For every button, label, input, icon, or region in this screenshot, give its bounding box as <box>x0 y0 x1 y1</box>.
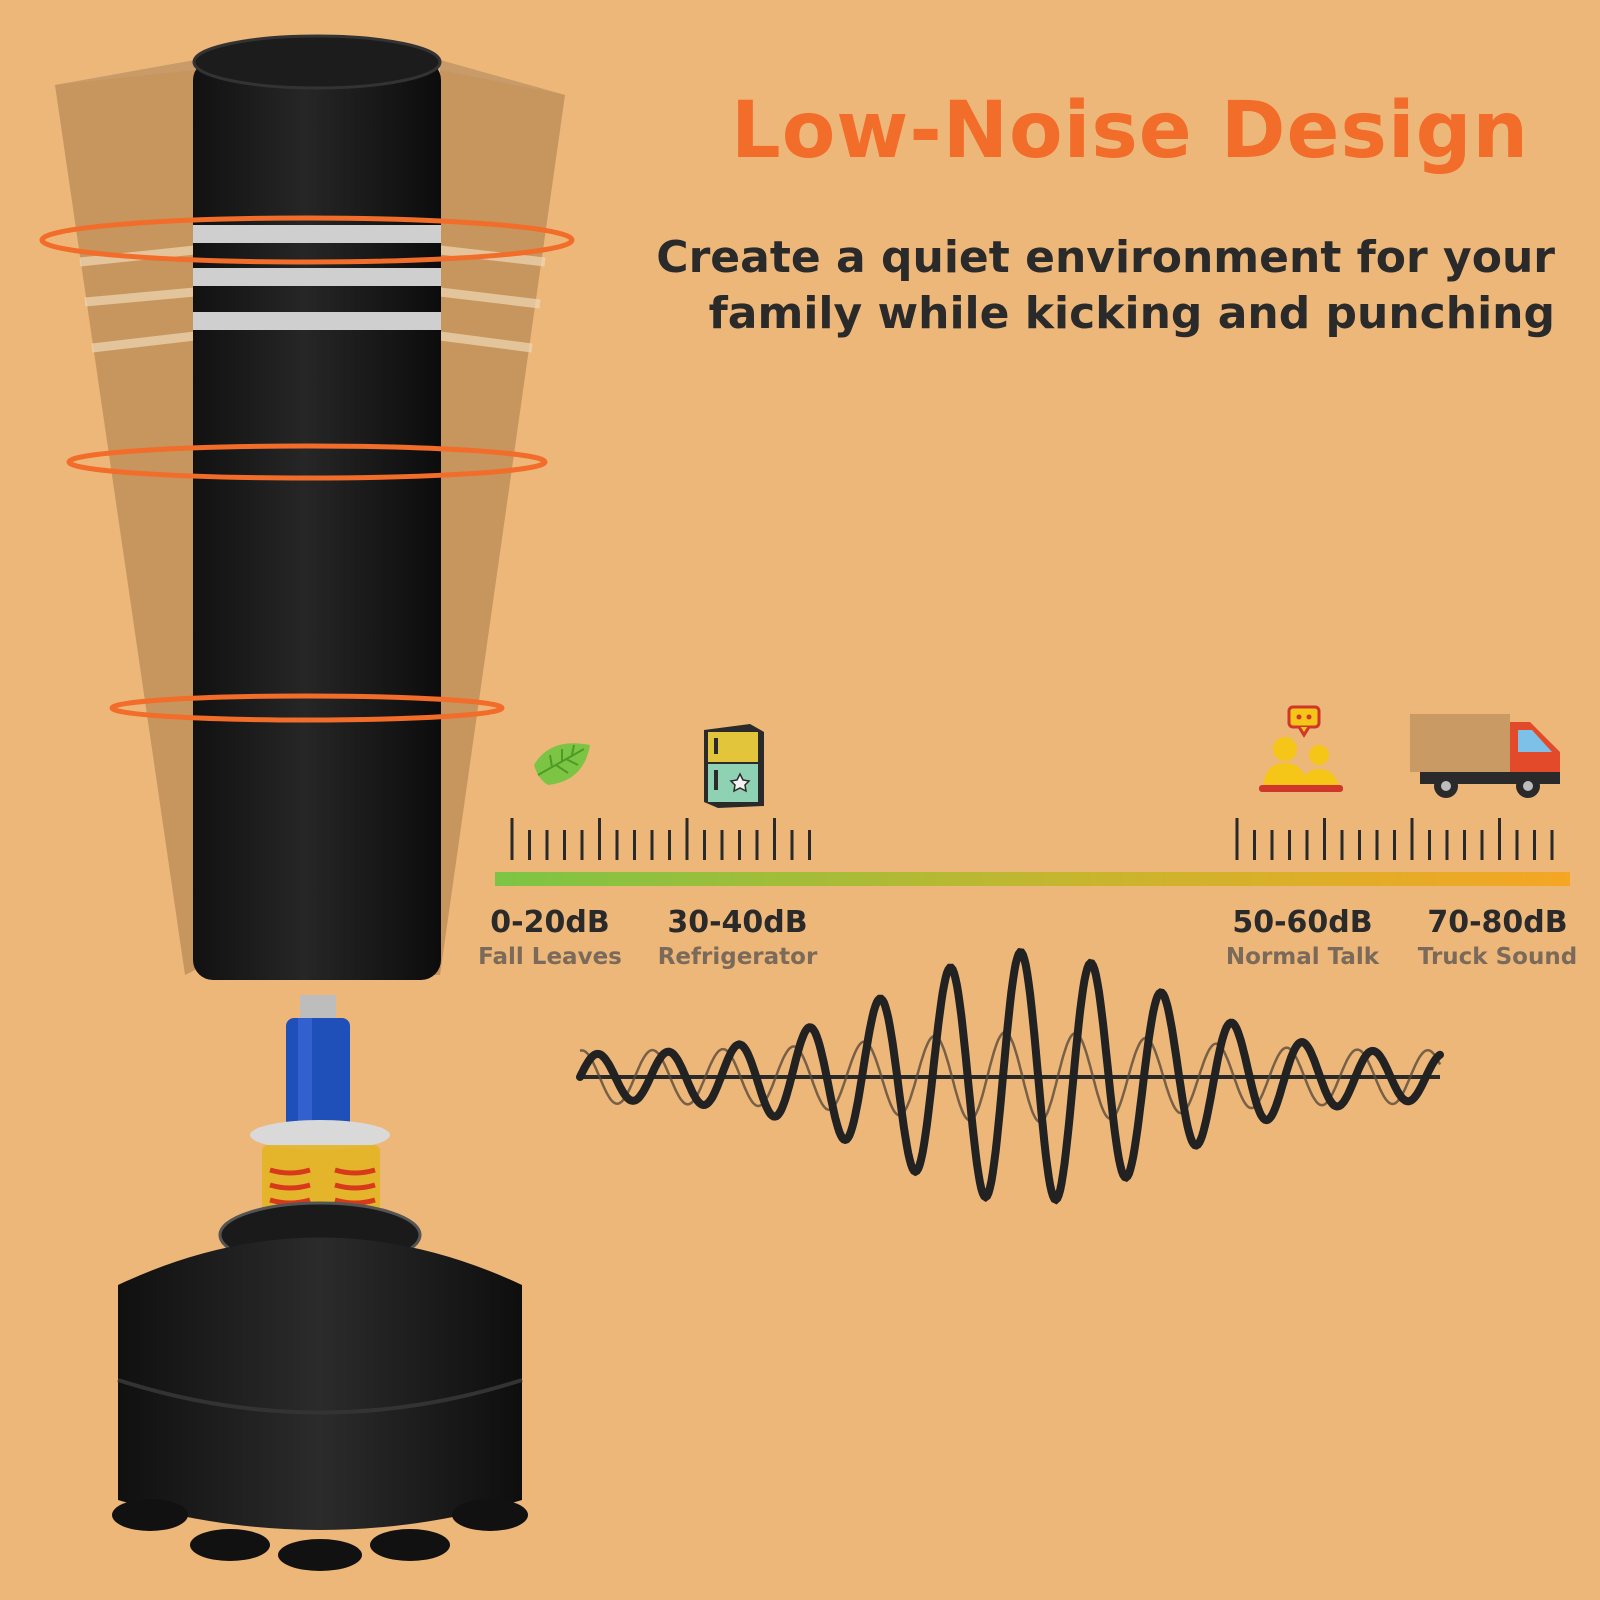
level-db: 30-40dB <box>667 905 808 940</box>
level-normal-talk: 50-60dB Normal Talk <box>1215 905 1390 970</box>
refrigerator-icon <box>704 724 764 808</box>
page-title: Low-Noise Design <box>731 86 1529 176</box>
level-source: Normal Talk <box>1225 944 1380 970</box>
subtitle: Create a quiet environment for your fami… <box>575 230 1555 342</box>
subtitle-line-1: Create a quiet environment for your <box>656 232 1555 283</box>
subtitle-line-2: family while kicking and punching <box>708 288 1555 339</box>
people-talking-icon <box>1259 705 1343 792</box>
leaf-icon <box>534 743 590 785</box>
bag-body <box>192 34 442 980</box>
level-db: 0-20dB <box>490 905 610 940</box>
vibration-rings <box>39 215 575 723</box>
level-db: 70-80dB <box>1427 905 1568 940</box>
level-refrigerator: 30-40dB Refrigerator <box>650 905 825 970</box>
truck-icon <box>1410 714 1560 798</box>
level-source: Truck Sound <box>1417 944 1578 970</box>
level-db: 50-60dB <box>1232 905 1373 940</box>
level-fall-leaves: 0-20dB Fall Leaves <box>470 905 630 970</box>
motion-blur-shadow <box>55 60 565 975</box>
level-source: Fall Leaves <box>478 944 622 970</box>
level-truck-sound: 70-80dB Truck Sound <box>1405 905 1590 970</box>
bag-pole <box>286 995 350 1143</box>
scale-bar <box>495 872 1570 886</box>
punching-bag-illustration <box>39 34 575 1571</box>
scale-ticks <box>510 818 1554 860</box>
bag-base <box>112 1201 528 1571</box>
level-source: Refrigerator <box>657 944 818 970</box>
sound-wave-illustration <box>576 948 1444 1205</box>
decibel-scale <box>495 818 1570 886</box>
